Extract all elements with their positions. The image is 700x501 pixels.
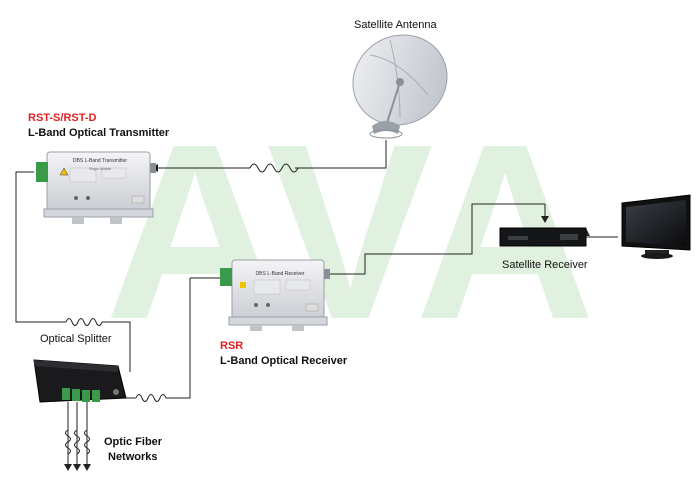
splitter-fiber-coil (135, 394, 167, 402)
network-coil-3 (84, 429, 90, 455)
satellite-antenna-label: Satellite Antenna (354, 19, 437, 31)
network-coil-2 (74, 429, 80, 455)
optical-splitter-device (33, 359, 127, 403)
transmitter-device-label: DBS L-Band Transmitter (73, 158, 128, 164)
television-icon (621, 194, 691, 259)
receiver-fiber (166, 278, 191, 399)
receiver-optical-port (220, 268, 232, 286)
receiver-model: RSR (220, 340, 244, 352)
transmitter-fiber-coil (65, 318, 103, 326)
transmitter-splitter-fiber (15, 171, 66, 323)
optic-fiber-networks-label-line2: Networks (108, 451, 158, 463)
network-coil-1 (65, 429, 71, 455)
satellite-receiver-label: Satellite Receiver (502, 259, 588, 271)
receiver-title: L-Band Optical Receiver (220, 355, 348, 367)
splitter-input-fiber (102, 321, 131, 372)
transmitter-device (36, 151, 156, 224)
optical-splitter-label: Optical Splitter (40, 333, 112, 345)
receiver-to-stb-cable (330, 203, 545, 275)
transmitter-model: RST-S/RST-D (28, 112, 97, 124)
transmitter-device-sublabel: Single Module (89, 167, 111, 171)
receiver-device-label: DBS L-Band Receiver (256, 271, 305, 277)
transmitter-optical-port (36, 162, 48, 182)
antenna-cable-coil (249, 163, 299, 173)
antenna-cable (295, 140, 387, 169)
receiver-device (220, 259, 330, 331)
warning-icon (59, 167, 69, 176)
satellite-antenna-icon (352, 34, 448, 139)
optic-fiber-networks-label-line1: Optic Fiber (104, 436, 163, 448)
satellite-receiver-device (499, 227, 590, 247)
receiver-rf-port (324, 269, 330, 279)
transmitter-title: L-Band Optical Transmitter (28, 127, 170, 139)
fiber-connections (15, 140, 618, 471)
transmitter-rf-port (150, 163, 156, 173)
